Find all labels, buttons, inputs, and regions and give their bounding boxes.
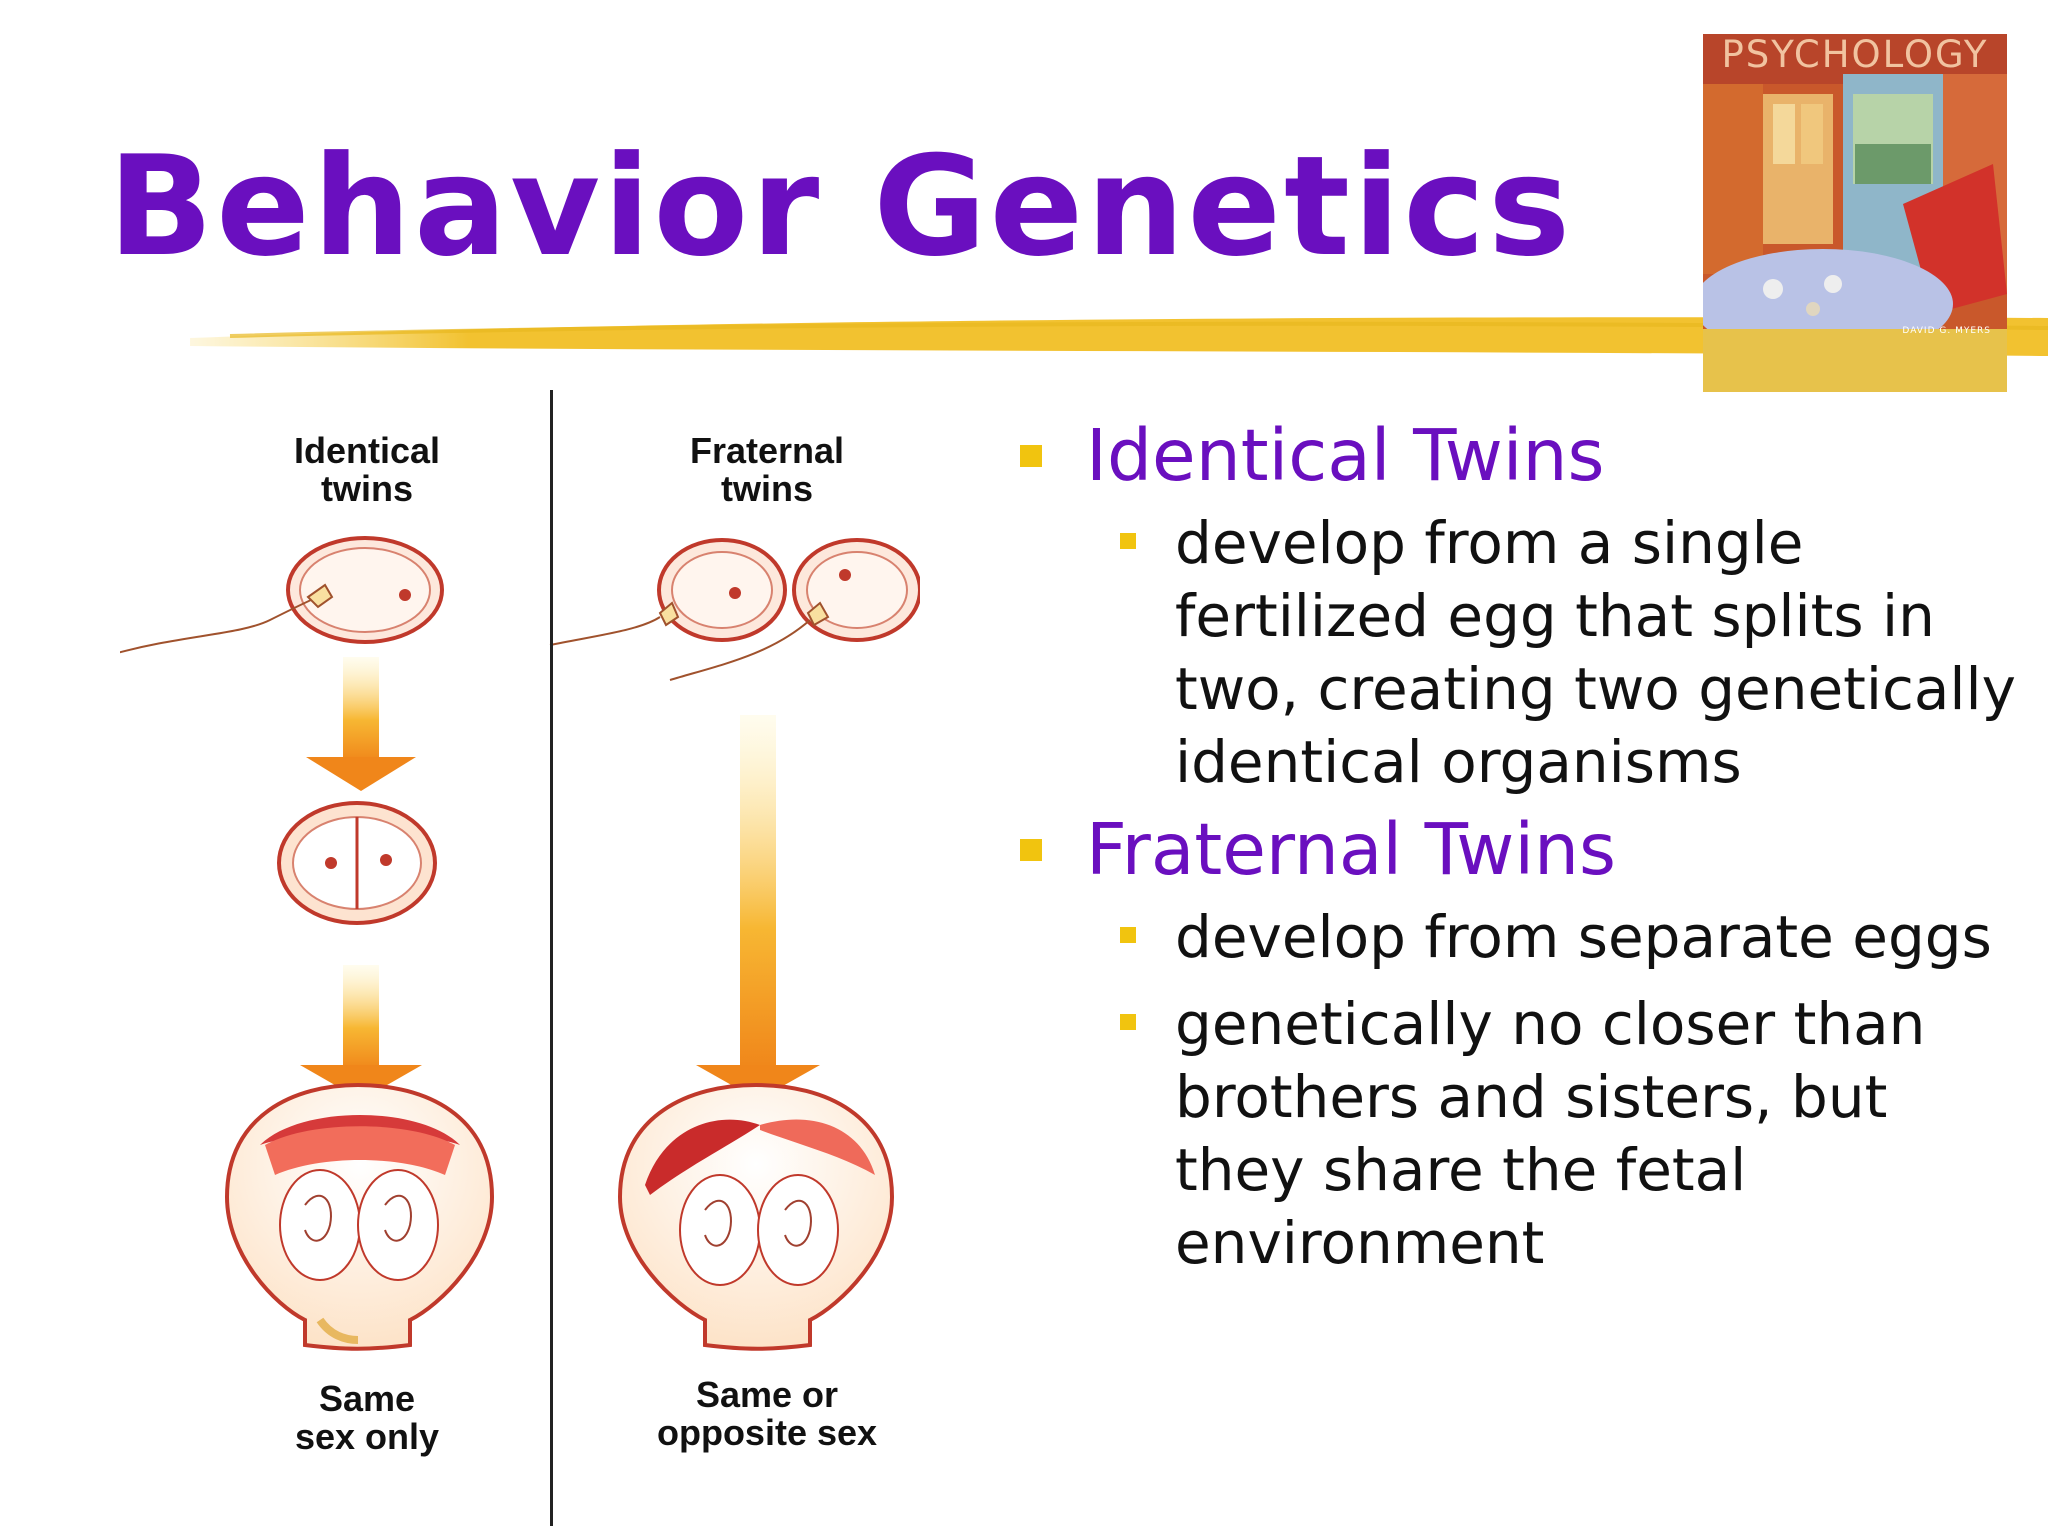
fraternal-result-line1: Same or: [695, 1374, 839, 1415]
fraternal-twins-label: Fraternal twins: [672, 432, 862, 508]
identical-label-line2: twins: [320, 468, 413, 509]
sub-bullet-text: develop from separate eggs: [1175, 903, 1992, 971]
bullet-marker: [1020, 839, 1042, 861]
sub-bullet: develop from separate eggs: [1120, 901, 2040, 974]
sub-bullet-text: develop from a single fertilized egg tha…: [1175, 509, 2016, 796]
fraternal-egg-1: [549, 538, 787, 646]
fraternal-womb-twins: [617, 1082, 895, 1351]
identical-womb-twins: [224, 1082, 495, 1351]
sub-bullet-text: genetically no closer than brothers and …: [1175, 990, 1926, 1277]
psychology-book-cover: PSYCHOLOGY DAVID G. MYERS: [1703, 34, 2007, 392]
identical-split-egg: [277, 801, 437, 925]
twin-development-diagram: [120, 536, 920, 1351]
book-title: PSYCHOLOGY: [1721, 34, 1989, 76]
identical-arrow-1: [306, 657, 416, 791]
identical-result-line1: Same: [318, 1378, 416, 1419]
fraternal-label-line1: Fraternal: [689, 430, 845, 471]
fraternal-result-line2: opposite sex: [656, 1412, 878, 1453]
identical-label-line1: Identical: [293, 430, 441, 471]
fraternal-result-label: Same or opposite sex: [632, 1376, 902, 1452]
bullet-identical-twins: Identical Twins: [1020, 414, 2040, 497]
bullet-heading: Identical Twins: [1086, 414, 1605, 497]
sub-bullet-marker: [1120, 1014, 1136, 1030]
sub-bullet-marker: [1120, 533, 1136, 549]
bullet-list: Identical Twins develop from a single fe…: [1010, 415, 2040, 1280]
bullet-heading: Fraternal Twins: [1086, 808, 1617, 891]
bullet-marker: [1020, 445, 1042, 467]
slide-title: Behavior Genetics: [108, 126, 1574, 287]
identical-twins-label: Identical twins: [272, 432, 462, 508]
identical-result-line2: sex only: [294, 1416, 440, 1457]
book-cover-painting: [1703, 34, 2007, 392]
diagram-divider: [550, 390, 553, 1526]
identical-arrow-2: [300, 965, 422, 1100]
identical-result-label: Same sex only: [272, 1380, 462, 1456]
sub-bullet: develop from a single fertilized egg tha…: [1120, 507, 2040, 799]
fraternal-arrow: [696, 715, 820, 1100]
sub-bullet-marker: [1120, 927, 1136, 943]
identical-egg-fertilization: [120, 536, 444, 654]
bullet-fraternal-twins: Fraternal Twins: [1020, 808, 2040, 891]
book-author: DAVID G. MYERS: [1902, 326, 1991, 336]
sub-bullet: genetically no closer than brothers and …: [1120, 988, 2040, 1280]
fraternal-label-line2: twins: [720, 468, 813, 509]
fraternal-egg-2: [669, 538, 920, 681]
